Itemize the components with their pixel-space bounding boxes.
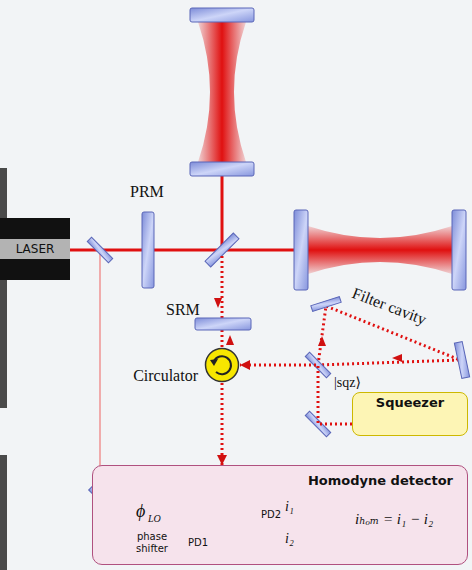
edge-bar — [0, 168, 7, 408]
laser-box: LASER — [0, 218, 70, 280]
arrow-head — [217, 455, 227, 465]
arm-beam — [308, 226, 452, 274]
circulator-arrow — [214, 356, 231, 374]
laser-label: LASER — [0, 239, 70, 259]
circulator-arrow — [210, 359, 218, 366]
beam-connector-line — [240, 365, 352, 424]
edge-bar — [0, 455, 7, 570]
signal-recycling-mirror — [195, 318, 251, 330]
circulator-circle: Circulator — [204, 347, 240, 383]
homodyne-heading: Homodyne detector — [308, 473, 453, 489]
mirror-label: SRM — [166, 302, 200, 318]
cavity-label: Filter cavity — [350, 285, 428, 328]
part-label: phase shifter — [127, 531, 177, 554]
beam-connector — [217, 383, 227, 465]
signal-label: i₁ — [285, 500, 294, 514]
cavity-mirror — [311, 297, 341, 312]
subscript-label: LO — [148, 514, 161, 524]
local-oscillator-beam — [100, 252, 222, 497]
arrow-head — [240, 360, 250, 370]
laser-beam — [221, 176, 224, 250]
mirror-label: PRM — [130, 184, 164, 200]
beam-connector-line — [221, 383, 224, 465]
beam-arrow — [226, 335, 234, 345]
cavity-mirror — [454, 342, 469, 379]
input-mirror — [190, 162, 254, 176]
arm-beam — [198, 22, 246, 162]
end-mirror — [452, 210, 466, 290]
signal-label: i₂ — [285, 532, 294, 546]
detector-label: PD2 — [261, 510, 281, 520]
beam-connector — [240, 360, 352, 424]
circulator-label: Circulator — [133, 368, 198, 384]
beam-arrow — [392, 354, 402, 362]
circulator-symbol — [206, 349, 239, 382]
squeezer-box: Squeezer — [352, 392, 468, 436]
end-mirror — [190, 8, 254, 22]
signal-beam — [221, 256, 224, 318]
equation-label: iₕₒₘ = i₁ − i₂ — [355, 512, 433, 527]
pickoff-mirror — [87, 237, 112, 262]
beam-arrow — [214, 298, 222, 308]
beam-arrow — [318, 336, 326, 346]
signal-beam — [221, 330, 224, 347]
state-label: |sqz⟩ — [334, 376, 361, 390]
symbol-label: ϕ — [136, 502, 145, 520]
recycling-mirror — [142, 212, 154, 288]
detector-label: PD1 — [188, 538, 208, 548]
input-mirror — [294, 210, 308, 290]
squeezer-heading: Squeezer — [353, 395, 467, 411]
circulator-symbol — [204, 347, 240, 383]
